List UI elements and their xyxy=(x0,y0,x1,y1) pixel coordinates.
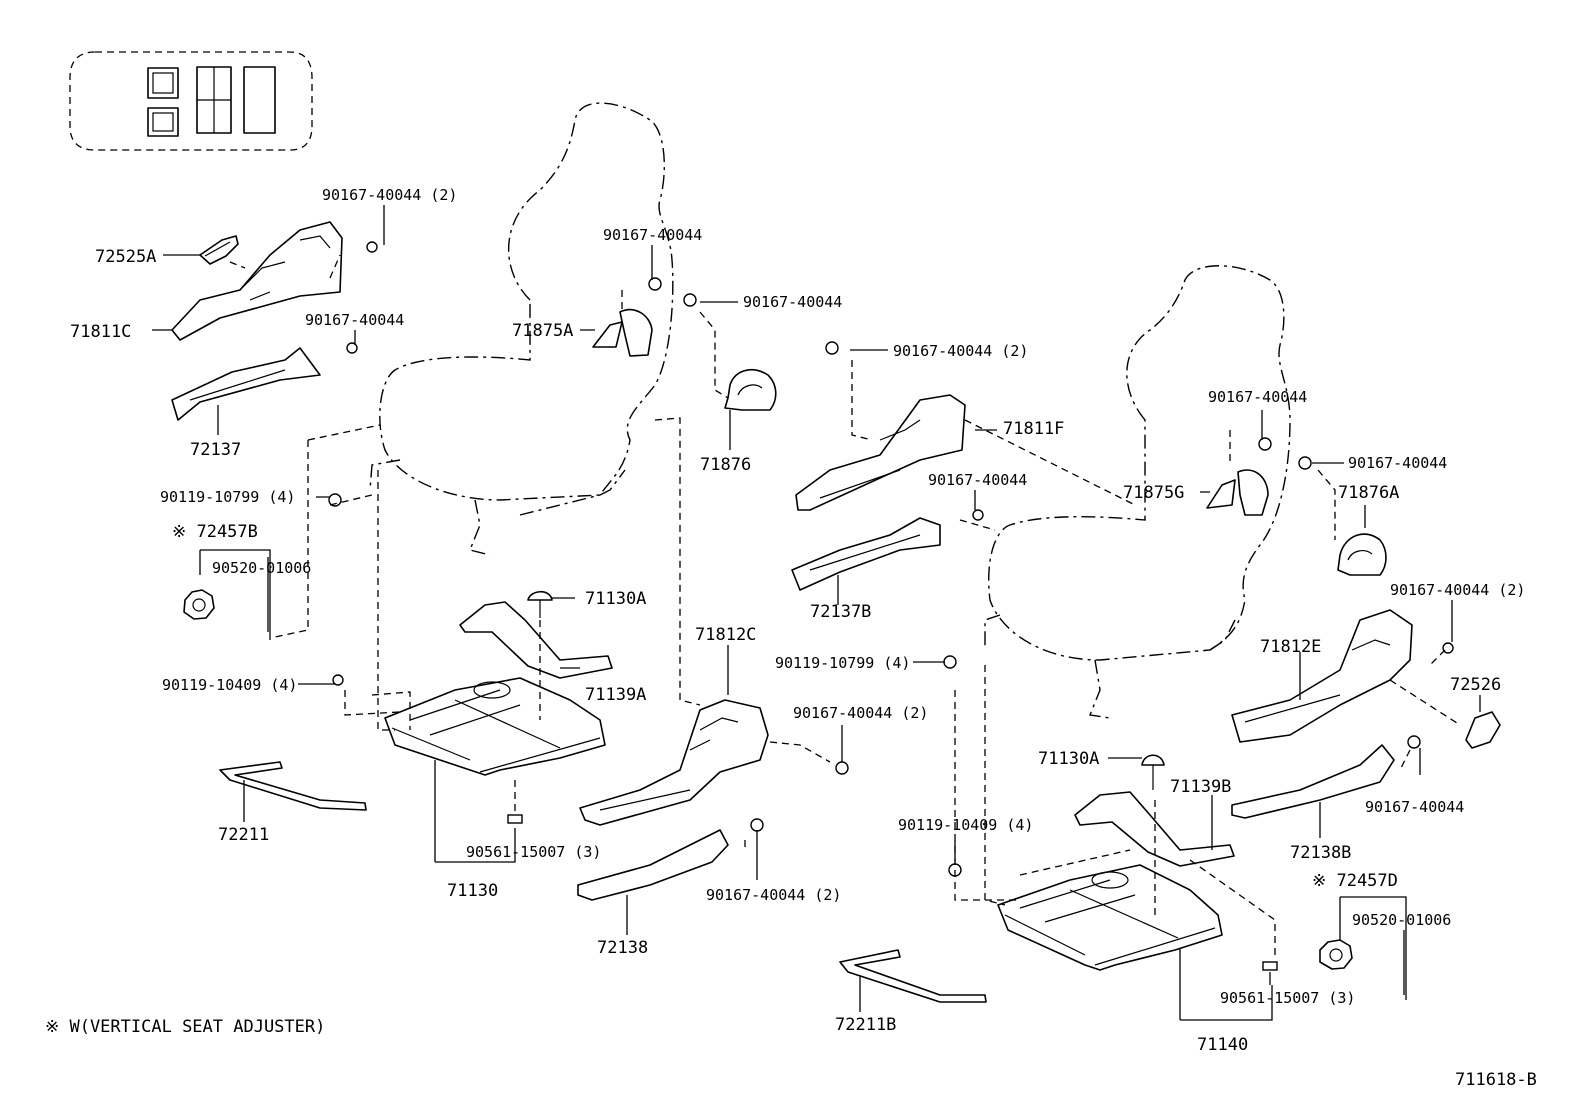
label-72526: 72526 xyxy=(1450,675,1501,695)
label-72525A: 72525A xyxy=(95,247,156,267)
part-72457D-knob xyxy=(1319,939,1353,970)
label-90167-g: 90167-40044 (2) xyxy=(893,342,1028,360)
part-72211 xyxy=(219,761,367,811)
part-71875A xyxy=(592,308,653,357)
leader-lines xyxy=(152,205,1481,1021)
footnote: ※ W(VERTICAL SEAT ADJUSTER) xyxy=(45,1017,325,1037)
label-90167-c: 90167-40044 xyxy=(743,293,842,311)
label-72457D: ※ 72457D xyxy=(1312,871,1398,891)
part-72138 xyxy=(577,829,729,901)
part-71812C xyxy=(579,699,769,826)
part-71811F xyxy=(795,394,966,511)
label-90167-b: 90167-40044 xyxy=(603,226,702,244)
part-71140-frame xyxy=(997,864,1223,971)
label-72137B: 72137B xyxy=(810,602,871,622)
label-72457B: ※ 72457B xyxy=(172,522,258,542)
label-90167-j: 90167-40044 xyxy=(1348,454,1447,472)
label-71130A-a: 71130A xyxy=(585,589,646,609)
label-71811F: 71811F xyxy=(1003,419,1064,439)
label-72137: 72137 xyxy=(190,440,241,460)
label-90119-10799-b: 90119-10799 (4) xyxy=(775,654,910,672)
label-90119-10409-b: 90119-10409 (4) xyxy=(898,816,1033,834)
seat-location-inset xyxy=(69,51,313,151)
label-71875G: 71875G xyxy=(1123,483,1184,503)
part-71876A xyxy=(1337,533,1387,576)
label-90167-l: 90167-40044 xyxy=(1365,798,1464,816)
label-90520-a: 90520-01006 xyxy=(212,559,311,577)
part-71812E xyxy=(1231,609,1413,743)
label-72138: 72138 xyxy=(597,938,648,958)
label-71140: 71140 xyxy=(1197,1035,1248,1055)
label-90167-i: 90167-40044 xyxy=(1208,388,1307,406)
part-71875G xyxy=(1206,469,1269,516)
part-72525A xyxy=(199,235,239,265)
part-71811C xyxy=(171,221,343,341)
part-72138B xyxy=(1231,744,1395,819)
label-90119-10409-a: 90119-10409 (4) xyxy=(162,676,297,694)
right-seat-outline xyxy=(984,265,1291,719)
label-90167-a: 90167-40044 (2) xyxy=(322,186,457,204)
label-71139A: 71139A xyxy=(585,685,646,705)
drawing-number: 711618-B xyxy=(1455,1070,1537,1090)
part-72137 xyxy=(171,347,321,421)
part-labels: 72525A 71811C 72137 90167-40044 (2) 9016… xyxy=(70,186,1525,1055)
label-90167-k: 90167-40044 (2) xyxy=(1390,581,1525,599)
bolts xyxy=(328,241,1454,971)
part-71139A xyxy=(459,601,613,679)
label-71876A: 71876A xyxy=(1338,483,1399,503)
label-71875A: 71875A xyxy=(512,321,573,341)
label-71130: 71130 xyxy=(447,881,498,901)
part-71130A-left xyxy=(527,590,553,618)
label-90167-f: 90167-40044 (2) xyxy=(706,886,841,904)
part-72457B-knob xyxy=(183,589,215,620)
label-72211B: 72211B xyxy=(835,1015,896,1035)
label-71812C: 71812C xyxy=(695,625,756,645)
label-90167-e: 90167-40044 (2) xyxy=(793,704,928,722)
label-71812E: 71812E xyxy=(1260,637,1321,657)
label-90167-d: 90167-40044 xyxy=(305,311,404,329)
part-72137B xyxy=(791,517,941,591)
label-71811C: 71811C xyxy=(70,322,131,342)
label-90561-a: 90561-15007 (3) xyxy=(466,843,601,861)
part-71130-frame xyxy=(384,677,606,776)
label-71876: 71876 xyxy=(700,455,751,475)
label-90520-b: 90520-01006 xyxy=(1352,911,1451,929)
label-72211: 72211 xyxy=(218,825,269,845)
label-71139B: 71139B xyxy=(1170,777,1231,797)
label-90167-h: 90167-40044 xyxy=(928,471,1027,489)
label-71130A-b: 71130A xyxy=(1038,749,1099,769)
label-72138B: 72138B xyxy=(1290,843,1351,863)
dashed-assembly-lines xyxy=(229,254,1461,958)
part-71130A-right xyxy=(1141,754,1165,790)
part-72526 xyxy=(1465,711,1501,749)
part-72211B xyxy=(839,949,987,1003)
label-90119-10799-a: 90119-10799 (4) xyxy=(160,488,295,506)
label-90561-b: 90561-15007 (3) xyxy=(1220,989,1355,1007)
left-seat-outline xyxy=(369,102,674,556)
part-71876 xyxy=(724,369,777,411)
